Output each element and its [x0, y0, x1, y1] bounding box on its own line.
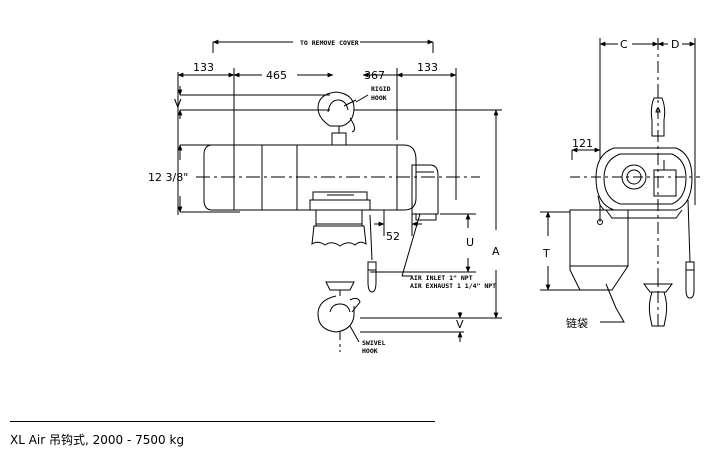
- air-connection-notes: AIR INLET 1" NPT AIR EXHAUST 1 1/4" NPT: [401, 213, 496, 290]
- top-dimension-chain: 133 465 367 133: [177, 61, 457, 215]
- dim-465: 465: [266, 69, 287, 82]
- figure-caption: XL Air 吊钩式, 2000 - 7500 kg: [10, 433, 185, 447]
- dim-121-group: 121: [571, 137, 601, 160]
- air-exhaust-label: AIR EXHAUST 1 1/4" NPT: [410, 282, 496, 290]
- side-view: C D 121: [540, 38, 700, 330]
- side-pendant: [685, 199, 695, 299]
- front-view: TO REMOVE COVER 133 465 367 133 V: [148, 39, 502, 355]
- hoist-body: [203, 144, 439, 221]
- letter-v-bottom: V: [456, 318, 464, 331]
- letter-d: D: [671, 38, 679, 51]
- side-body: [570, 147, 700, 219]
- remove-cover-dimension: TO REMOVE COVER: [212, 39, 434, 53]
- side-top-hook: [650, 90, 666, 137]
- dim-52-group: 52: [374, 210, 422, 243]
- left-height-dimension: 12 3/8": [148, 144, 240, 213]
- c-d-dimensions: C D: [599, 38, 696, 330]
- letter-c: C: [620, 38, 628, 51]
- dim-367: 367: [364, 69, 385, 82]
- rigid-hook-label-1: RIGID: [371, 85, 391, 93]
- a-dimension: A: [354, 109, 502, 319]
- dim-52: 52: [386, 230, 400, 243]
- chain-bag-label: 链袋: [566, 316, 588, 330]
- letter-v-top: V: [174, 97, 182, 110]
- front-pendant: [367, 214, 377, 293]
- remove-cover-note: TO REMOVE COVER: [300, 39, 359, 47]
- lower-block: [309, 191, 371, 247]
- dim-12-3-8: 12 3/8": [148, 171, 188, 184]
- letter-t: T: [542, 247, 550, 260]
- letter-a: A: [492, 245, 500, 258]
- dim-133-right: 133: [417, 61, 438, 74]
- dim-121: 121: [572, 137, 593, 150]
- v-dimension-top: V: [174, 86, 330, 119]
- letter-u: U: [466, 236, 474, 249]
- rigid-hook: RIGID HOOK: [317, 85, 391, 146]
- caption-rule: [10, 421, 435, 422]
- side-bottom-hook: [643, 270, 673, 327]
- air-inlet-label: AIR INLET 1" NPT: [410, 274, 473, 282]
- dim-133-left: 133: [193, 61, 214, 74]
- swivel-hook-label-2: HOOK: [362, 347, 378, 355]
- swivel-hook: SWIVEL HOOK: [317, 281, 386, 355]
- swivel-hook-label-1: SWIVEL: [362, 339, 386, 347]
- rigid-hook-label-2: HOOK: [371, 94, 387, 102]
- chain-bag: T 链袋: [540, 204, 629, 330]
- v-dimension-bottom: V: [360, 312, 464, 342]
- u-dimension: U: [370, 213, 476, 273]
